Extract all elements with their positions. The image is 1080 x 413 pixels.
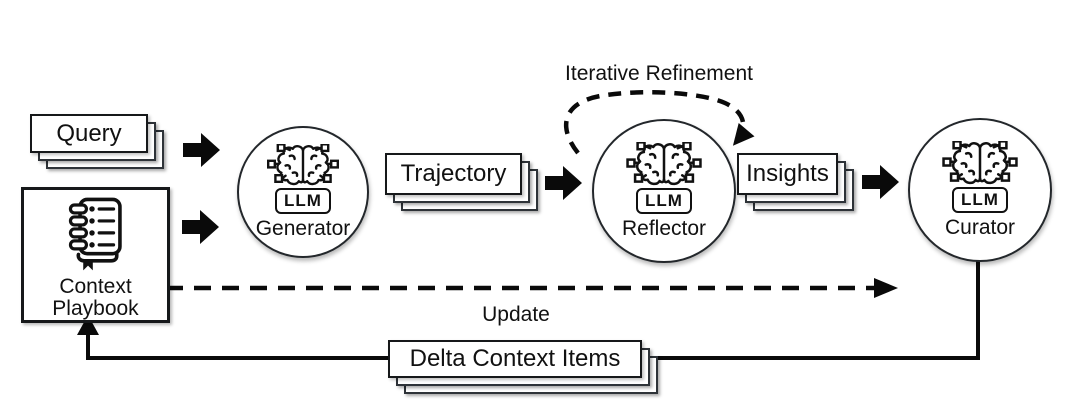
insights-stack: Insights	[737, 153, 854, 211]
insights-box: Insights	[737, 153, 838, 195]
llm-brain-icon	[942, 140, 1018, 184]
flow-arrow-trajectory-to-reflector	[545, 166, 582, 200]
insights-label: Insights	[746, 160, 829, 187]
query-label: Query	[56, 119, 122, 147]
flow-arrow-query-to-generator	[183, 133, 220, 167]
feedback-arrowhead	[77, 315, 99, 335]
trajectory-box: Trajectory	[385, 153, 522, 195]
generator-node: LLM Generator	[237, 126, 369, 258]
update-label: Update	[482, 303, 550, 326]
delta-context-items-stack: Delta Context Items	[388, 340, 658, 394]
flow-arrow-insights-to-curator	[862, 165, 899, 199]
flow-arrow-playbook-to-generator	[182, 210, 219, 244]
query-stack: Query	[30, 114, 164, 169]
query-box: Query	[30, 114, 148, 153]
llm-brain-icon	[267, 143, 339, 185]
llm-brain-icon	[626, 141, 702, 185]
delta-context-items-label: Delta Context Items	[409, 345, 621, 372]
llm-badge: LLM	[952, 186, 1008, 213]
llm-badge: LLM	[275, 187, 331, 214]
context-playbook-label: Context Playbook	[52, 275, 139, 320]
delta-context-items-box: Delta Context Items	[388, 340, 642, 378]
trajectory-label: Trajectory	[400, 160, 507, 187]
trajectory-stack: Trajectory	[385, 153, 538, 211]
reflector-label: Reflector	[621, 216, 707, 240]
generator-label: Generator	[255, 216, 351, 240]
curator-label: Curator	[944, 215, 1016, 239]
llm-badge: LLM	[636, 187, 692, 214]
curator-node: LLM Curator	[908, 118, 1052, 262]
iterative-refinement-arc	[563, 90, 755, 155]
iterative-refinement-label: Iterative Refinement	[565, 62, 753, 85]
notebook-icon	[68, 197, 122, 271]
reflector-node: LLM Reflector	[592, 119, 736, 263]
update-arrowhead	[874, 278, 898, 298]
context-playbook-node: Context Playbook	[21, 187, 170, 323]
